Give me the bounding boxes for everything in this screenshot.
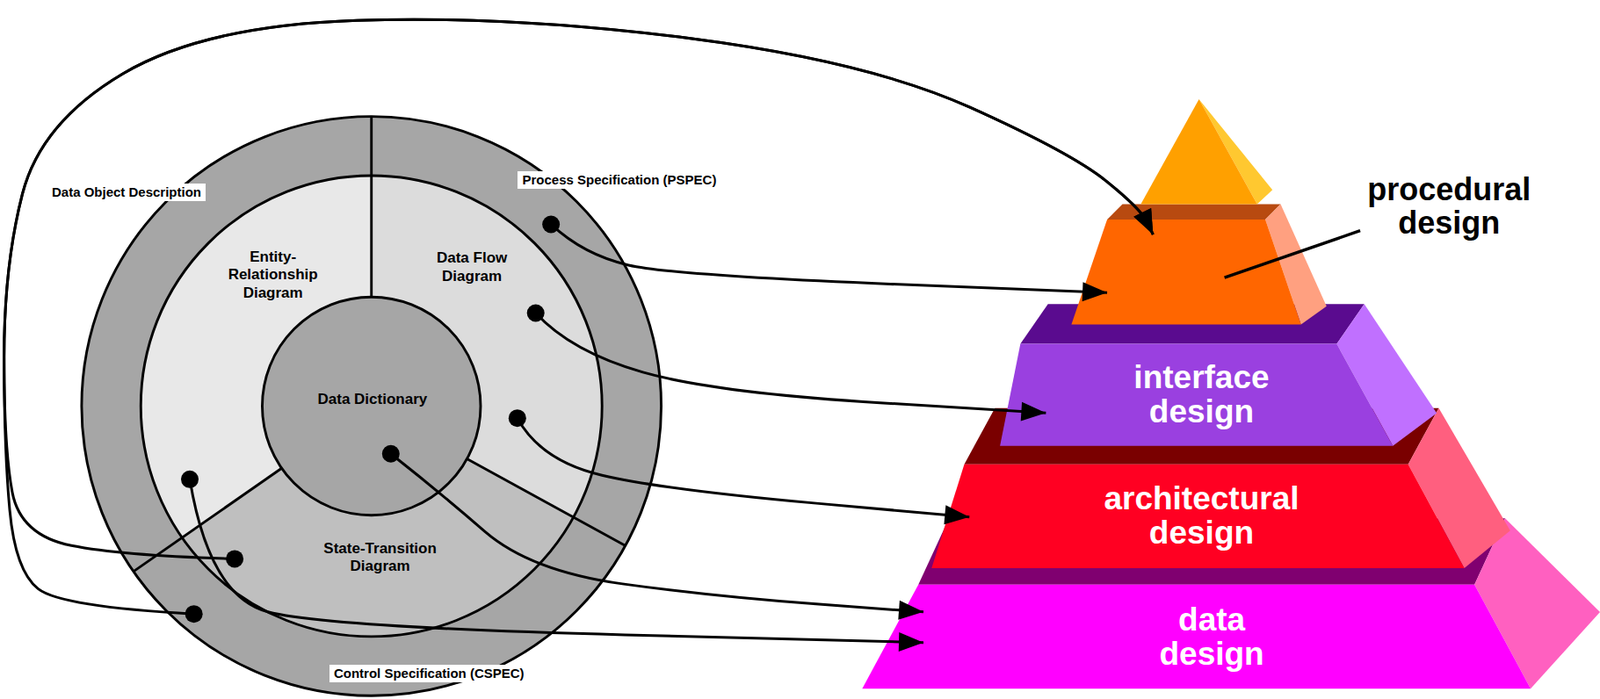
pyramid-layer-node: interface design (1045, 345, 1357, 447)
arrowhead (1020, 402, 1047, 422)
sector-label: State-Transition Diagram (234, 535, 526, 588)
connector-dot (185, 605, 203, 623)
connector-line (390, 454, 924, 613)
arrowhead (898, 632, 924, 652)
node-text: Data Dictionary (318, 390, 428, 409)
divider-line (467, 459, 626, 547)
connector-dot (382, 445, 400, 464)
connector (382, 445, 924, 621)
node-text: architectural design (1103, 482, 1299, 551)
node-text: State-Transition Diagram (303, 540, 457, 577)
connector (4, 19, 1154, 568)
arrowhead (1133, 208, 1153, 235)
pyramid-layer (1071, 219, 1301, 326)
ring-label: Data Object Description (7, 179, 245, 206)
arrowhead (943, 505, 970, 525)
connector-line (535, 313, 1047, 414)
center-label: Data Dictionary (305, 387, 439, 454)
connector-line (4, 19, 1154, 559)
connector-dot (225, 550, 244, 568)
connector (542, 215, 1108, 302)
node-text: Process Specification (PSPEC) (517, 171, 721, 189)
inner-circle (261, 296, 481, 516)
outer-ring (81, 116, 662, 697)
sector-label: Entity-Relationship Diagram (183, 239, 362, 480)
node-text: Control Specification (CSPEC) (329, 665, 529, 683)
node-text: Data Object Description (47, 183, 206, 202)
node-text: interface design (1133, 361, 1269, 430)
arrowhead (1082, 282, 1108, 302)
arrowhead (897, 600, 924, 621)
connector-line (550, 224, 1108, 293)
node-text: Entity-Relationship Diagram (228, 248, 319, 303)
pyramid-layer (861, 585, 1531, 689)
pyramid-apex (1140, 99, 1257, 205)
connector (180, 470, 924, 652)
node-text: Data Flow Diagram (427, 249, 516, 286)
sector-label: Data Flow Diagram (408, 242, 536, 419)
connector-line (4, 19, 1154, 615)
node-text: data design (1158, 603, 1264, 673)
connector-dot (508, 409, 527, 428)
connector (508, 409, 970, 525)
connector-line (517, 418, 970, 518)
pyramid-layer-node: data design (923, 586, 1500, 689)
connector-dot (180, 470, 199, 489)
pyramid-layer-node: architectural design (969, 463, 1434, 568)
pyramid-layer (931, 464, 1464, 569)
leader-line (1224, 231, 1361, 278)
pyramid-layer (999, 344, 1393, 447)
node-text: procedural design (1367, 173, 1531, 240)
divider-line (369, 116, 373, 298)
pyramid-layer-node: procedural design (1107, 234, 1266, 325)
ring-label: Control Specification (CSPEC) (194, 608, 529, 683)
ring-label: Process Specification (PSPEC) (471, 171, 768, 225)
connector (4, 19, 1154, 623)
connector-dot (542, 215, 560, 233)
connector-line (189, 479, 924, 644)
connector (527, 304, 1047, 422)
arrowhead (1133, 208, 1153, 235)
connector-dot (527, 304, 545, 323)
